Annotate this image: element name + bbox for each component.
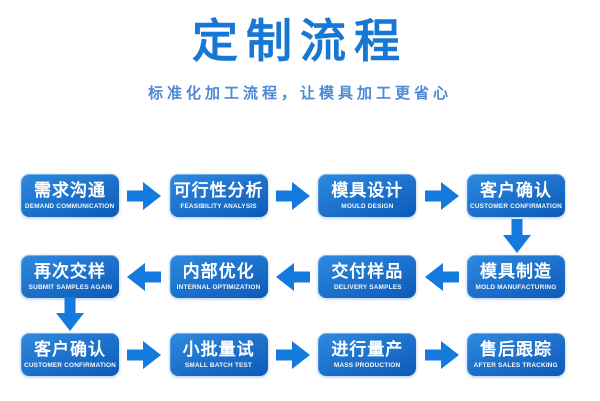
arrow-right-icon — [424, 340, 459, 369]
step-label-zh: 交付样品 — [331, 262, 404, 282]
flow-step-small-batch-test: 小批量试 SMALL BATCH TEST — [169, 333, 268, 376]
arrow-left-icon — [424, 262, 459, 291]
step-label-en: SMALL BATCH TEST — [185, 362, 253, 369]
arrow-right-icon — [275, 340, 310, 369]
step-label-en: FEASIBILITY ANALYSIS — [180, 203, 257, 210]
arrow-down-icon — [503, 219, 531, 253]
step-label-zh: 可行性分析 — [173, 181, 264, 201]
page-title: 定制流程 — [192, 15, 408, 67]
step-label-en: DEMAND COMMUNICATION — [25, 203, 115, 210]
flow-step-mould-design: 模具设计 MOULD DESIGN — [318, 174, 417, 217]
step-label-zh: 进行量产 — [331, 340, 404, 360]
step-label-zh: 小批量试 — [182, 340, 255, 360]
step-label-zh: 内部优化 — [182, 262, 255, 282]
flow-step-after-sales-tracking: 售后跟踪 AFTER SALES TRACKING — [466, 333, 565, 376]
step-label-zh: 售后跟踪 — [479, 340, 552, 360]
flow-step-feasibility-analysis: 可行性分析 FEASIBILITY ANALYSIS — [169, 174, 268, 217]
step-label-en: INTERNAL OPTIMIZATION — [176, 284, 261, 291]
flow-step-internal-optimization: 内部优化 INTERNAL OPTIMIZATION — [169, 255, 268, 298]
arrow-right-icon — [424, 181, 459, 210]
step-label-zh: 模具设计 — [331, 181, 404, 201]
flow-step-customer-confirmation-2: 客户确认 CUSTOMER CONFIRMATION — [21, 333, 119, 376]
step-label-zh: 客户确认 — [479, 181, 552, 201]
arrow-right-icon — [127, 181, 162, 210]
step-label-en: SUBMIT SAMPLES AGAIN — [28, 284, 112, 291]
flow-step-demand-communication: 需求沟通 DEMAND COMMUNICATION — [21, 174, 119, 217]
flow-row-2: 再次交样 SUBMIT SAMPLES AGAIN 内部优化 INTERNAL … — [21, 255, 565, 298]
step-label-en: AFTER SALES TRACKING — [473, 362, 559, 369]
step-label-zh: 需求沟通 — [34, 181, 106, 201]
arrow-left-icon — [275, 262, 310, 291]
flow-step-customer-confirmation-1: 客户确认 CUSTOMER CONFIRMATION — [466, 174, 565, 217]
step-label-en: MOULD DESIGN — [341, 203, 394, 210]
step-label-zh: 模具制造 — [479, 262, 552, 282]
step-label-zh: 客户确认 — [34, 340, 106, 360]
step-label-en: MOLD MANUFACTURING — [475, 284, 557, 291]
arrow-right-icon — [275, 181, 310, 210]
arrow-right-icon — [127, 340, 162, 369]
flow-step-mass-production: 进行量产 MASS PRODUCTION — [318, 333, 417, 376]
flow-row-1: 需求沟通 DEMAND COMMUNICATION 可行性分析 FEASIBIL… — [21, 174, 565, 217]
step-label-en: CUSTOMER CONFIRMATION — [469, 203, 562, 210]
arrow-down-icon — [56, 297, 84, 331]
page-subtitle: 标准化加工流程，让模具加工更省心 — [147, 84, 452, 102]
flow-step-delivery-samples: 交付样品 DELIVERY SAMPLES — [318, 255, 417, 298]
flow-row-3: 客户确认 CUSTOMER CONFIRMATION 小批量试 SMALL BA… — [21, 333, 565, 376]
flow-step-submit-samples-again: 再次交样 SUBMIT SAMPLES AGAIN — [21, 255, 119, 298]
header: 定制流程 标准化加工流程，让模具加工更省心 — [0, 0, 600, 103]
step-label-zh: 再次交样 — [34, 262, 106, 282]
arrow-left-icon — [127, 262, 162, 291]
step-label-en: MASS PRODUCTION — [334, 362, 401, 369]
step-label-en: DELIVERY SAMPLES — [333, 284, 402, 291]
flow-step-mold-manufacturing: 模具制造 MOLD MANUFACTURING — [466, 255, 565, 298]
step-label-en: CUSTOMER CONFIRMATION — [24, 362, 116, 369]
